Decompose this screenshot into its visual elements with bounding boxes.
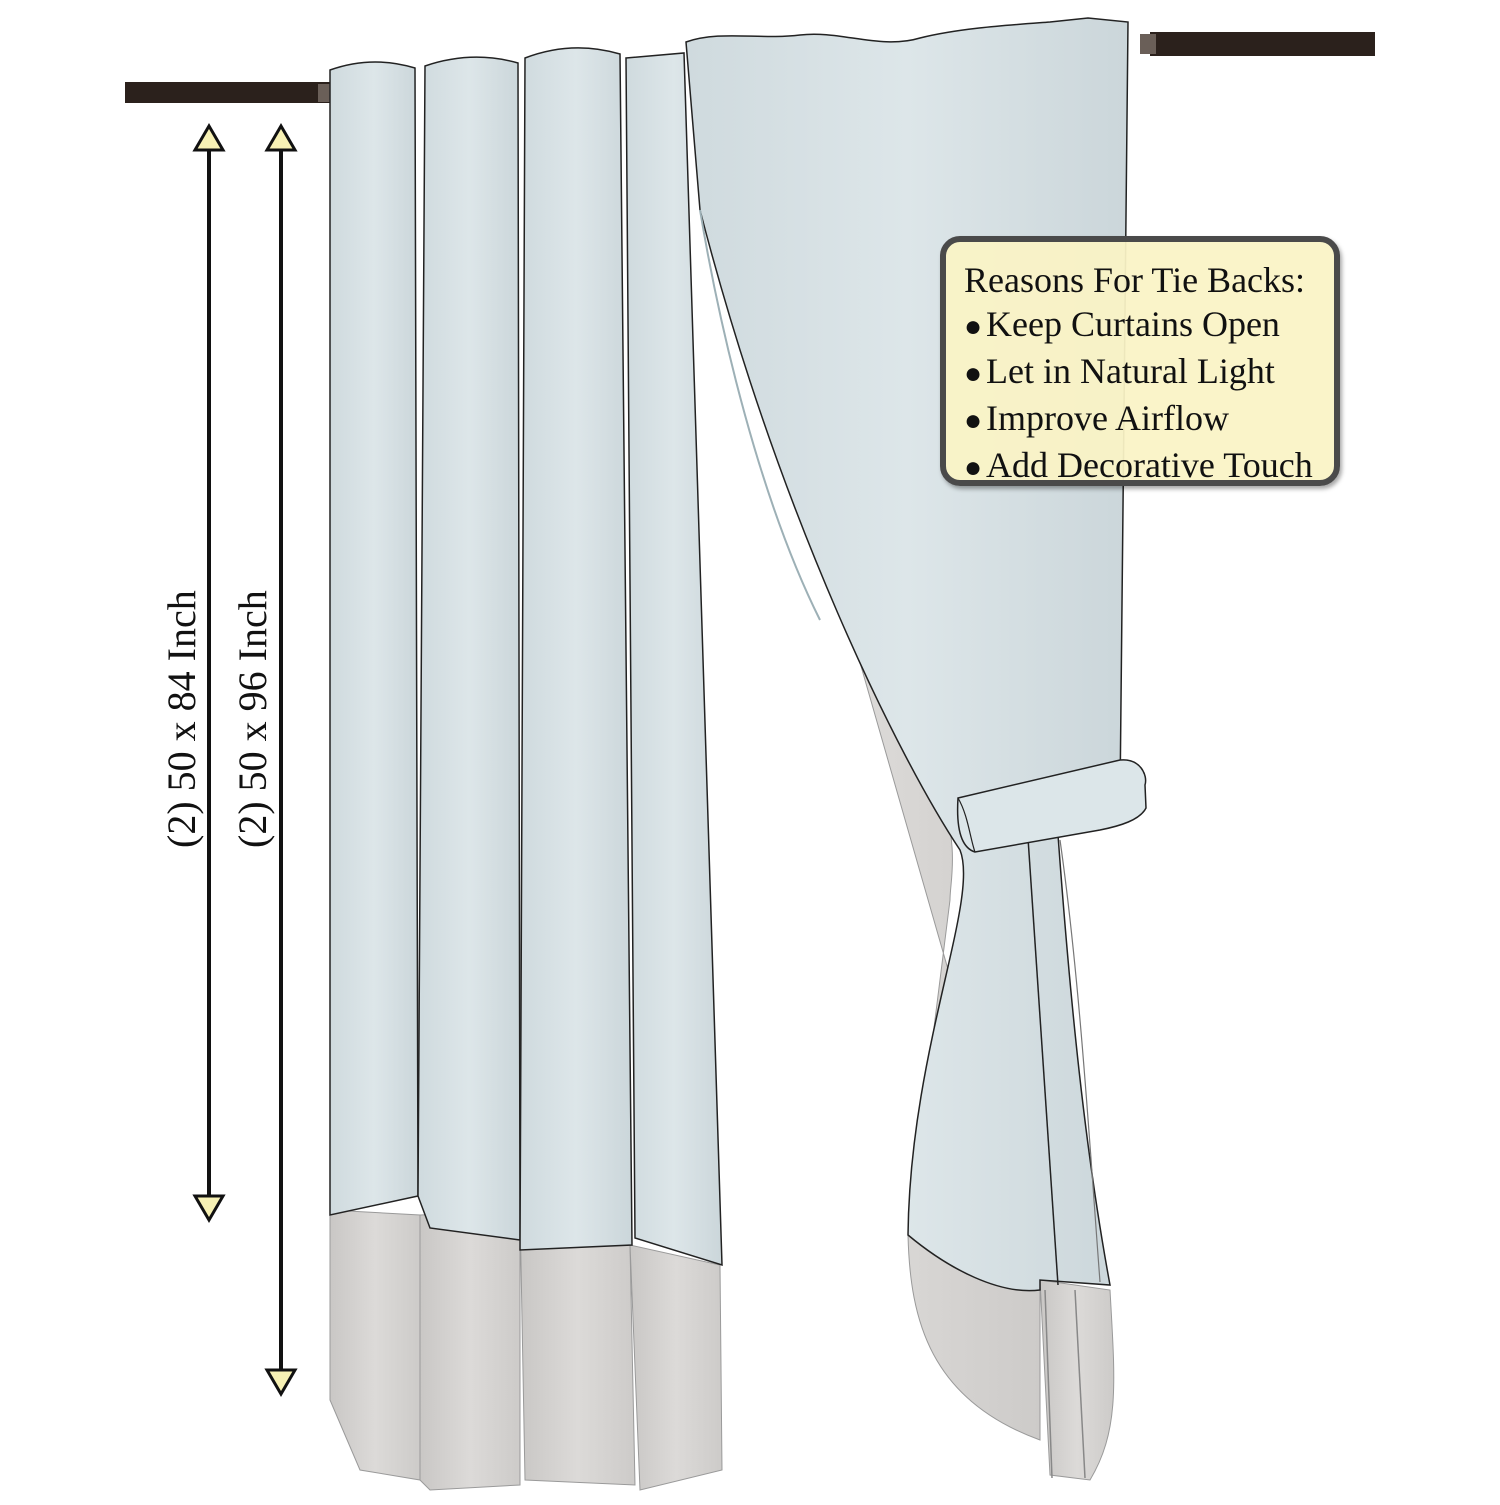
reasons-list: ●Keep Curtains Open ●Let in Natural Ligh… [964,302,1334,490]
list-item: ●Add Decorative Touch [964,443,1334,490]
bullet-icon: ● [964,451,983,484]
curtain-rod [125,32,1375,103]
reason-label: Let in Natural Light [986,351,1275,391]
reason-label: Improve Airflow [986,398,1229,438]
reason-label: Add Decorative Touch [986,445,1313,485]
bullet-icon: ● [964,310,983,343]
info-box-title: Reasons For Tie Backs: [964,260,1306,300]
list-item: ●Let in Natural Light [964,349,1334,396]
right-curtain-panel [685,17,1129,1292]
reason-label: Keep Curtains Open [986,304,1280,344]
bullet-icon: ● [964,404,983,437]
dimension-arrow-96 [264,123,298,1397]
list-item: ●Improve Airflow [964,396,1334,443]
dimension-arrow-84 [192,123,226,1223]
tie-back-strap[interactable] [956,759,1147,853]
left-curtain-panel [329,47,723,1267]
bullet-icon: ● [964,357,983,390]
tie-back-reasons-box: Reasons For Tie Backs: ●Keep Curtains Op… [940,236,1340,486]
left-curtain-lining [329,1209,723,1491]
dimension-label-84: (2) 50 x 84 Inch [159,590,204,848]
list-item: ●Keep Curtains Open [964,302,1334,349]
dimension-label-96: (2) 50 x 96 Inch [230,590,275,848]
